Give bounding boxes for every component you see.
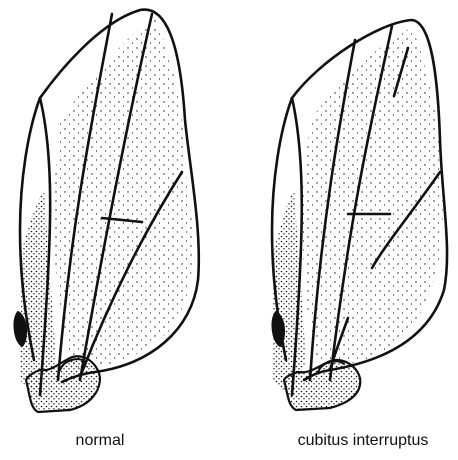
normal-wing-stipple [54, 18, 193, 370]
cubitus-interruptus-wing-drawing [272, 20, 447, 410]
caption-normal: normal [40, 432, 160, 450]
normal-wing-drawing [15, 10, 199, 412]
caption-cubitus-interruptus: cubitus interruptus [268, 432, 458, 450]
